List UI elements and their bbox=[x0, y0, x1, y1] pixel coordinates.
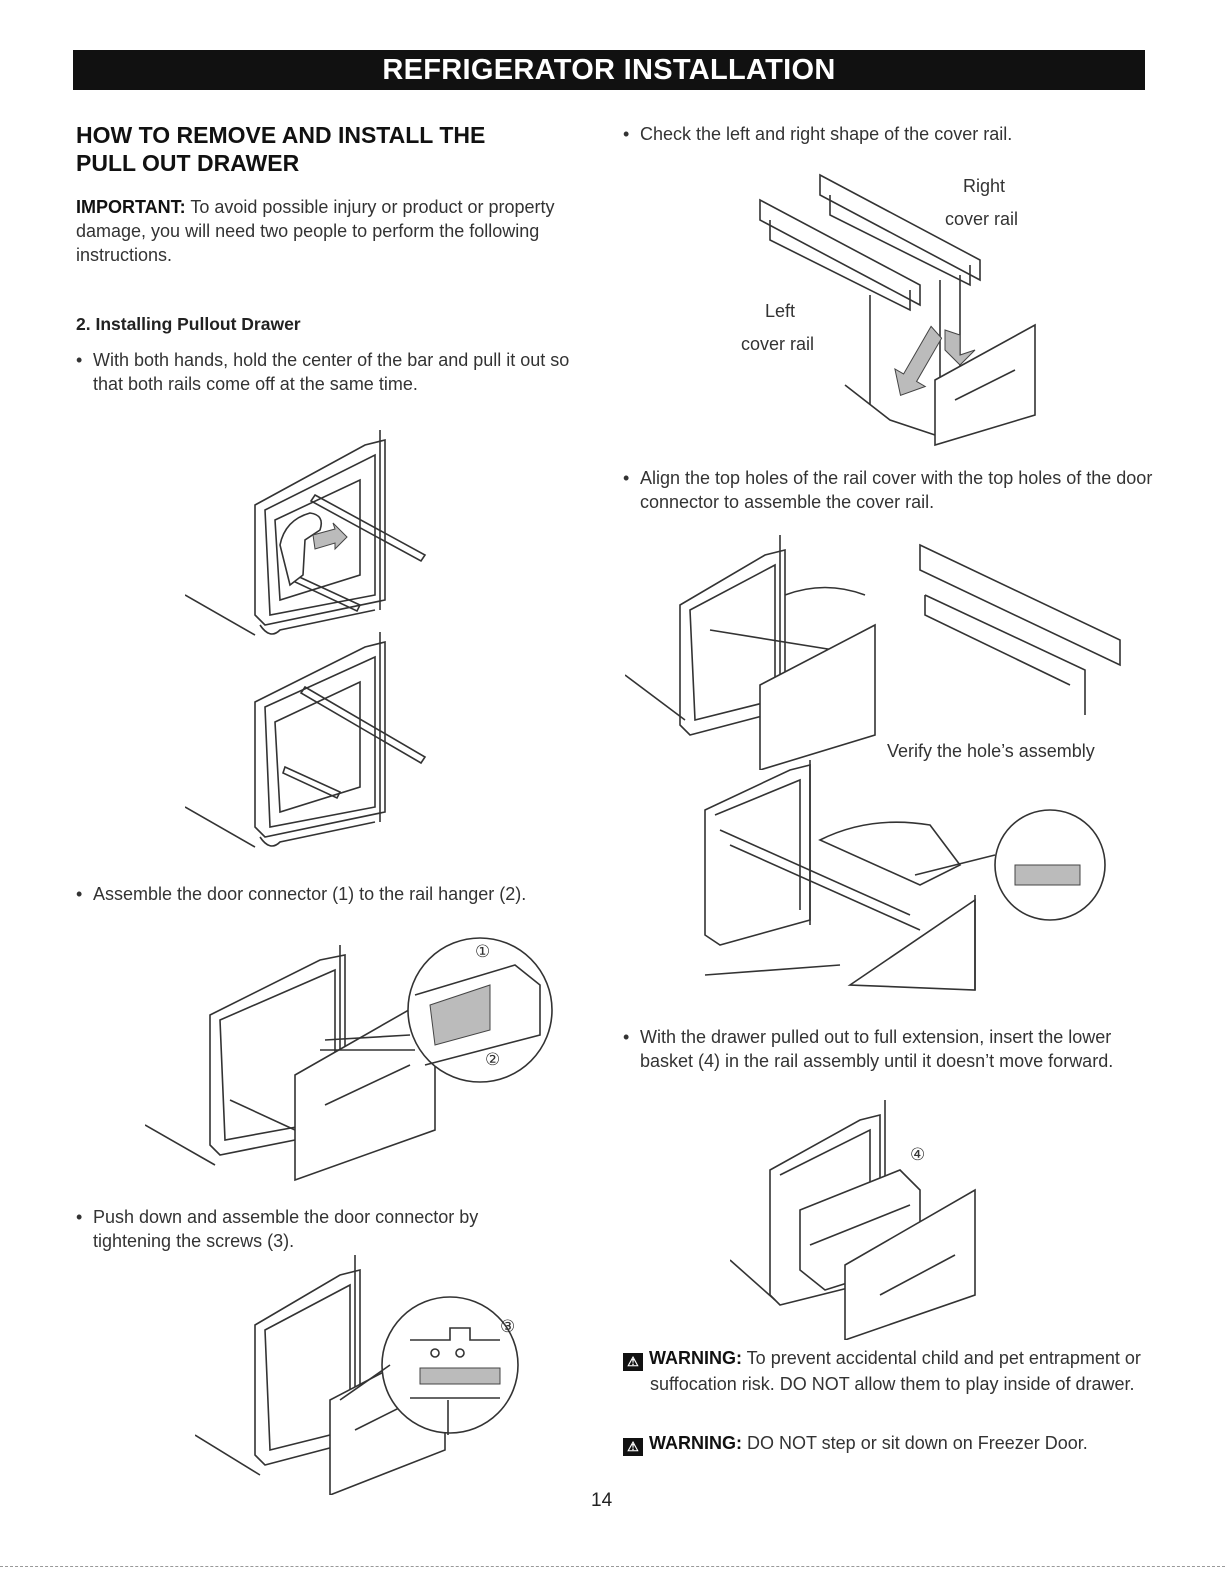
illustration-tighten-screws: ③ bbox=[195, 1255, 519, 1495]
illustration-rails-extended bbox=[185, 632, 427, 848]
important-text: To avoid possible injury or product or p… bbox=[76, 197, 555, 265]
left-bullet-1-text: With both hands, hold the center of the … bbox=[93, 350, 570, 394]
page-number: 14 bbox=[591, 1490, 613, 1511]
important-label: IMPORTANT: bbox=[76, 197, 186, 217]
bullet-dot: • bbox=[76, 350, 83, 370]
illustration-lower-basket: ④ bbox=[730, 1100, 976, 1340]
right-bullet-2-text: Align the top holes of the rail cover wi… bbox=[640, 468, 1153, 512]
right-bullet-3: • With the drawer pulled out to full exte… bbox=[623, 1025, 1133, 1073]
warning-icon: ⚠ bbox=[623, 1438, 643, 1456]
right-bullet-1-text: Check the left and right shape of the co… bbox=[640, 124, 1013, 144]
callout-3: ③ bbox=[500, 1317, 515, 1336]
bullet-dot: • bbox=[623, 124, 630, 144]
warning-icon: ⚠ bbox=[623, 1353, 643, 1371]
page-banner: REFRIGERATOR INSTALLATION bbox=[73, 50, 1145, 90]
callout-2: ② bbox=[485, 1050, 500, 1069]
right-rail-label-1: Right bbox=[963, 176, 1006, 196]
left-rail-label-1: Left bbox=[765, 301, 796, 321]
warning-1-text: To prevent accidental child and pet entr… bbox=[650, 1348, 1141, 1394]
callout-1: ① bbox=[475, 942, 490, 961]
warning-2-label: WARNING: bbox=[649, 1433, 742, 1453]
warning-1-label: WARNING: bbox=[649, 1348, 742, 1368]
illustration-cover-rails bbox=[759, 173, 1036, 447]
right-bullet-3-text: With the drawer pulled out to full exten… bbox=[640, 1027, 1114, 1071]
important-note: IMPORTANT: To avoid possible injury or p… bbox=[76, 195, 616, 267]
bullet-dot: • bbox=[623, 468, 630, 488]
bullet-dot: • bbox=[76, 884, 83, 904]
left-bullet-2: • Assemble the door connector (1) to the … bbox=[76, 882, 596, 906]
right-rail-label-2: cover rail bbox=[945, 209, 1019, 229]
right-bullet-1: • Check the left and right shape of the c… bbox=[623, 122, 1143, 146]
warning-2-text: DO NOT step or sit down on Freezer Door. bbox=[742, 1433, 1088, 1453]
illustration-door-connector: ① ② bbox=[145, 937, 553, 1182]
left-bullet-1: • With both hands, hold the center of the… bbox=[76, 348, 596, 396]
step-title: 2. Installing Pullout Drawer bbox=[76, 314, 301, 334]
warning-2: ⚠ WARNING: DO NOT step or sit down on Fre… bbox=[623, 1430, 1153, 1456]
heading-line-1: HOW TO REMOVE AND INSTALL THE bbox=[76, 122, 486, 148]
section-heading: HOW TO REMOVE AND INSTALL THE PULL OUT D… bbox=[76, 121, 596, 177]
left-rail-label-2: cover rail bbox=[741, 334, 815, 354]
heading-line-2: PULL OUT DRAWER bbox=[76, 150, 300, 176]
illustration-pull-bar bbox=[185, 430, 427, 636]
callout-4: ④ bbox=[910, 1145, 925, 1164]
footer-divider bbox=[0, 1566, 1225, 1567]
verify-label: Verify the hole’s assembly bbox=[887, 741, 1095, 761]
bullet-dot: • bbox=[623, 1027, 630, 1047]
right-bullet-2: • Align the top holes of the rail cover w… bbox=[623, 466, 1153, 514]
left-bullet-3: • Push down and assemble the door connect… bbox=[76, 1205, 556, 1253]
left-bullet-2-text: Assemble the door connector (1) to the r… bbox=[93, 884, 527, 904]
illustration-verify-holes bbox=[704, 760, 1106, 991]
bullet-dot: • bbox=[76, 1207, 83, 1227]
left-bullet-3-text: Push down and assemble the door connecto… bbox=[93, 1207, 479, 1251]
warning-1: ⚠ WARNING: To prevent accidental child an… bbox=[623, 1345, 1143, 1397]
step-title-block: 2. Installing Pullout Drawer bbox=[76, 314, 596, 335]
illustration-align-holes bbox=[625, 535, 1121, 770]
